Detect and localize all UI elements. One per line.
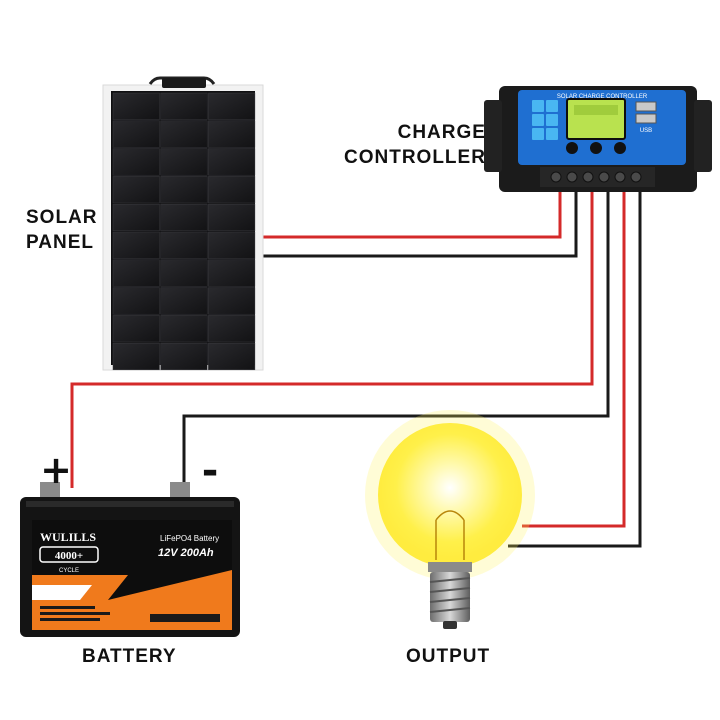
solar-cell	[112, 92, 160, 120]
output-positive-wire	[522, 188, 626, 528]
battery: WULILLS 4000+ CYCLE LiFePO4 Battery 12V …	[20, 482, 240, 637]
panel-negative-wire	[262, 188, 578, 258]
controller-button	[566, 142, 578, 154]
solar-cell	[208, 315, 256, 343]
battery-brand: WULILLS	[40, 530, 96, 544]
charge-controller: SOLAR CHARGE CONTROLLER USB	[484, 86, 712, 192]
terminal-screw	[566, 171, 578, 183]
solar-panel-label: SOLAR PANEL	[26, 206, 98, 255]
solar-panel	[102, 76, 264, 371]
solar-cell	[160, 176, 208, 204]
solar-cell	[112, 176, 160, 204]
battery-type: LiFePO4 Battery	[160, 534, 219, 543]
solar-cell	[112, 259, 160, 287]
solar-cell	[160, 287, 208, 315]
terminal-screw	[582, 171, 594, 183]
solar-cell	[112, 342, 160, 371]
bulb-glass	[378, 423, 522, 567]
output-negative-wire	[508, 188, 642, 548]
panel-positive-wire	[262, 188, 562, 239]
usb-label: USB	[640, 128, 652, 134]
terminal-screw	[630, 171, 642, 183]
battery-positive-sign: +	[40, 448, 72, 492]
solar-cell	[112, 287, 160, 315]
solar-cell	[112, 148, 160, 176]
battery-cycles: 4000+	[55, 550, 83, 562]
solar-cell	[160, 259, 208, 287]
battery-negative-sign: -	[202, 448, 219, 494]
charge-controller-label-line: CONTROLLER	[344, 146, 486, 168]
solar-panel-label-line: SOLAR	[26, 207, 98, 228]
battery-spec: 12V 200Ah	[158, 547, 214, 559]
solar-cell	[112, 120, 160, 148]
wires	[70, 188, 642, 548]
solar-cell	[112, 315, 160, 343]
solar-cell	[208, 92, 256, 120]
solar-panel-label-line: PANEL	[26, 231, 94, 253]
solar-cell	[160, 120, 208, 148]
solar-cell	[208, 342, 256, 371]
bulb-filament	[435, 510, 465, 560]
usb-port	[635, 101, 657, 112]
charge-controller-label-line: CHARGE	[397, 122, 486, 143]
solar-cell	[160, 148, 208, 176]
output-label: OUTPUT	[406, 646, 491, 667]
solar-cell	[160, 342, 208, 371]
controller-button	[614, 142, 626, 154]
solar-cell	[208, 259, 256, 287]
solar-cell	[160, 231, 208, 259]
terminal-screw	[598, 171, 610, 183]
charge-controller-label: CHARGE CONTROLLER	[344, 121, 486, 170]
battery-positive-wire	[70, 188, 594, 488]
controller-title: SOLAR CHARGE CONTROLLER	[557, 94, 648, 100]
solar-cell	[208, 176, 256, 204]
solar-cell	[160, 92, 208, 120]
solar-panel-cells	[112, 92, 256, 371]
solar-cell	[112, 203, 160, 232]
battery-negative-wire	[182, 188, 610, 488]
solar-cell	[112, 231, 160, 259]
solar-cell	[208, 231, 256, 259]
battery-cycle-label: CYCLE	[59, 568, 79, 574]
solar-cell	[208, 287, 256, 315]
light-bulb	[365, 410, 535, 629]
solar-cell	[208, 120, 256, 148]
battery-label: BATTERY	[82, 646, 177, 667]
solar-cell	[208, 203, 256, 232]
terminal-screw	[550, 171, 562, 183]
controller-button	[590, 142, 602, 154]
solar-cell	[160, 203, 208, 232]
solar-cell	[208, 148, 256, 176]
usb-port	[635, 113, 657, 124]
solar-cell	[160, 315, 208, 343]
controller-terminals	[550, 171, 642, 183]
terminal-screw	[614, 171, 626, 183]
